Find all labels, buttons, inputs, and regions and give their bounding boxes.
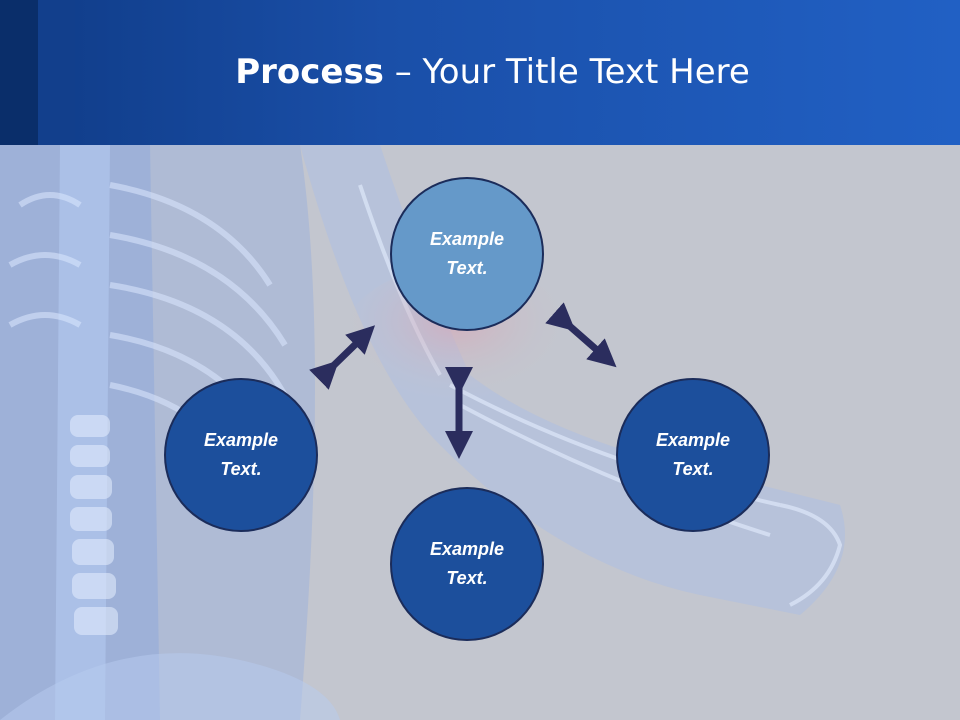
arrow-top-right — [545, 302, 617, 368]
title-bold: Process — [235, 52, 384, 92]
title-bar: Process – Your Title Text Here — [0, 0, 960, 145]
process-node-top[interactable]: Example Text. — [390, 177, 544, 331]
arrow-top-left — [309, 325, 376, 390]
header-stripe — [38, 0, 75, 145]
slide-title[interactable]: Process – Your Title Text Here — [0, 52, 960, 92]
node-right-text: Example Text. — [655, 430, 731, 479]
node-left-text: Example Text. — [203, 430, 279, 479]
header-stripe-dark — [0, 0, 38, 145]
process-node-bottom[interactable]: Example Text. — [390, 487, 544, 641]
process-node-left[interactable]: Example Text. — [164, 378, 318, 532]
title-rest: – Your Title Text Here — [383, 52, 750, 92]
node-bottom-text: Example Text. — [429, 539, 505, 588]
process-node-right[interactable]: Example Text. — [616, 378, 770, 532]
node-top-text: Example Text. — [429, 229, 505, 278]
